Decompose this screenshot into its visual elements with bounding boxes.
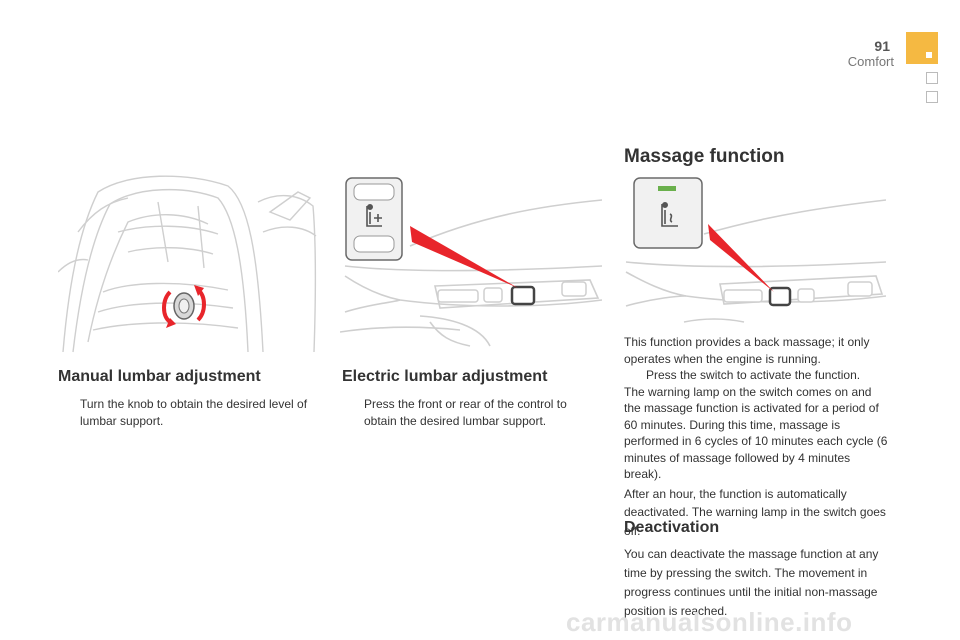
watermark: carmanualsonline.info [566, 607, 853, 637]
electric-lumbar-heading: Electric lumbar adjustment [342, 368, 548, 385]
massage-illustration [625, 177, 886, 323]
section-title: Comfort [847, 54, 894, 69]
massage-description: This function provides a back massage; i… [624, 335, 889, 538]
page-number: 91 [874, 38, 890, 54]
manual-lumbar-illustration [58, 175, 317, 353]
electric-lumbar-illustration [340, 177, 602, 347]
seat-lumbar-icon [366, 203, 382, 227]
section-tab-active [906, 32, 938, 64]
bullet-marker [342, 396, 364, 429]
manual-lumbar-heading: Manual lumbar adjustment [58, 368, 261, 385]
section-tab-empty [926, 72, 938, 84]
manual-lumbar-instruction: Turn the knob to obtain the desired leve… [58, 396, 328, 429]
massage-instruction: Press the switch to activate the functio… [624, 367, 889, 384]
bullet-marker [58, 396, 80, 429]
section-tab-empty [926, 91, 938, 103]
electric-lumbar-instruction: Press the front or rear of the control t… [342, 396, 592, 429]
bullet-marker [624, 367, 646, 384]
massage-heading: Massage function [624, 146, 785, 167]
deactivation-description: You can deactivate the massage function … [624, 547, 879, 618]
seat-massage-icon [661, 201, 678, 227]
deactivation-heading: Deactivation [624, 519, 720, 536]
